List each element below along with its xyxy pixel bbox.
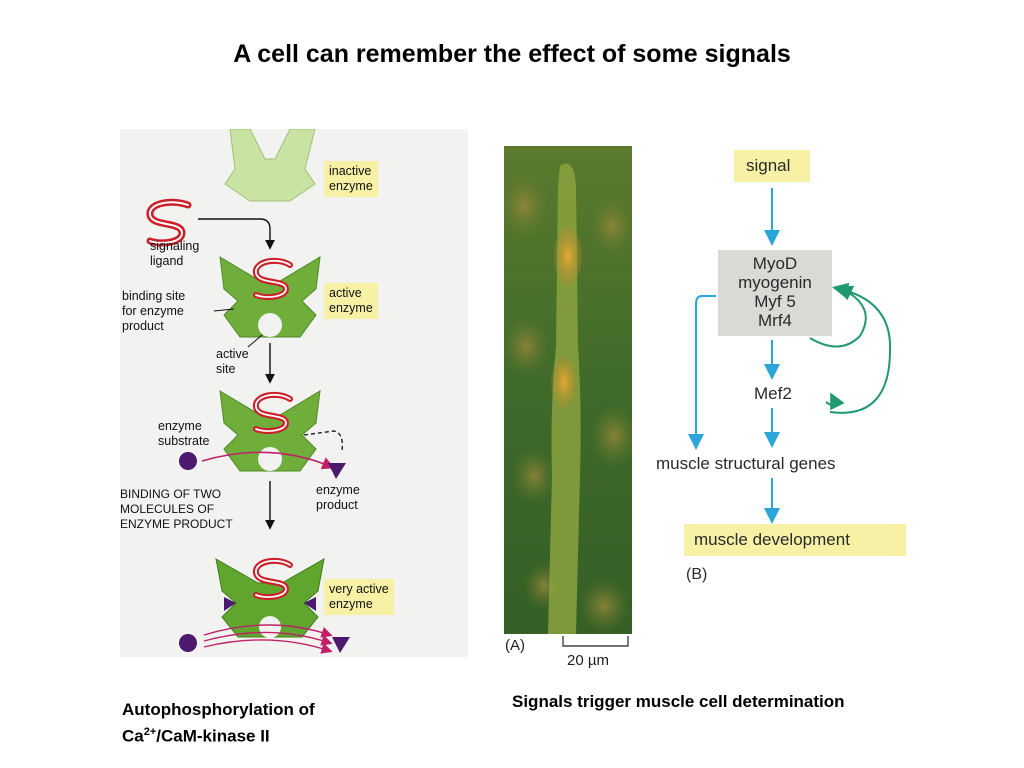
nucleus-2 xyxy=(551,356,577,408)
label-active-enzyme: active enzyme xyxy=(324,283,378,319)
label-signaling-ligand: signaling ligand xyxy=(150,239,200,268)
muscle-development-label: muscle development xyxy=(694,530,850,549)
gene-box xyxy=(718,250,832,336)
flowchart-arrows xyxy=(684,150,906,556)
substrate-dot-1 xyxy=(179,452,197,470)
slide-title: A cell can remember the effect of some s… xyxy=(233,40,791,68)
inactive-enzyme-shape xyxy=(224,129,316,202)
gene-myf5: Myf 5 xyxy=(754,292,796,311)
caption-muscle-determination: Signals trigger muscle cell determinatio… xyxy=(512,692,845,711)
gene-mrf4: Mrf4 xyxy=(758,311,792,330)
label-enzyme-substrate: enzyme substrate xyxy=(158,419,210,448)
enzyme-diagram-drawing xyxy=(146,129,350,654)
structural-genes-label: muscle structural genes xyxy=(656,454,836,473)
flow-panel-label: (B) xyxy=(686,566,708,583)
signal-box xyxy=(734,150,810,182)
label-binding-site: binding site for enzyme product xyxy=(122,289,186,333)
product-triangle-2 xyxy=(332,637,350,653)
scale-bar-label: 20 µm xyxy=(567,652,609,669)
label-enzyme-product: enzyme product xyxy=(316,483,360,512)
gene-list: MyoD myogenin Myf 5 Mrf4 xyxy=(718,254,832,330)
substrate-dot-2 xyxy=(179,634,197,652)
label-active-site: active site xyxy=(216,347,249,376)
label-inactive-enzyme: inactive enzyme xyxy=(324,161,378,197)
enzyme-diagram: inactive enzyme signaling ligand binding… xyxy=(120,129,468,657)
muscle-cell-micrograph xyxy=(504,146,632,634)
scale-bar xyxy=(562,636,629,647)
development-box xyxy=(684,524,906,556)
caption-autophosphorylation: Autophosphorylation of Ca2+/CaM-kinase I… xyxy=(122,700,315,746)
signal-label: signal xyxy=(746,156,791,175)
product-triangle-1 xyxy=(328,463,346,479)
label-very-active-enzyme: very active enzyme xyxy=(324,579,394,615)
myogenic-flowchart: signal MyoD myogenin Myf 5 Mrf4 Mef2 mus… xyxy=(640,140,940,600)
gene-myogenin: myogenin xyxy=(738,273,812,292)
nucleus-1 xyxy=(554,226,582,286)
micrograph-panel-label: (A) xyxy=(505,637,525,654)
mef2-label: Mef2 xyxy=(754,384,792,403)
ligand-1 xyxy=(146,198,192,247)
label-binding-two-molecules: BINDING OF TWO MOLECULES OF ENZYME PRODU… xyxy=(120,487,233,531)
gene-myod: MyoD xyxy=(752,254,798,273)
micrograph-image xyxy=(504,146,632,634)
